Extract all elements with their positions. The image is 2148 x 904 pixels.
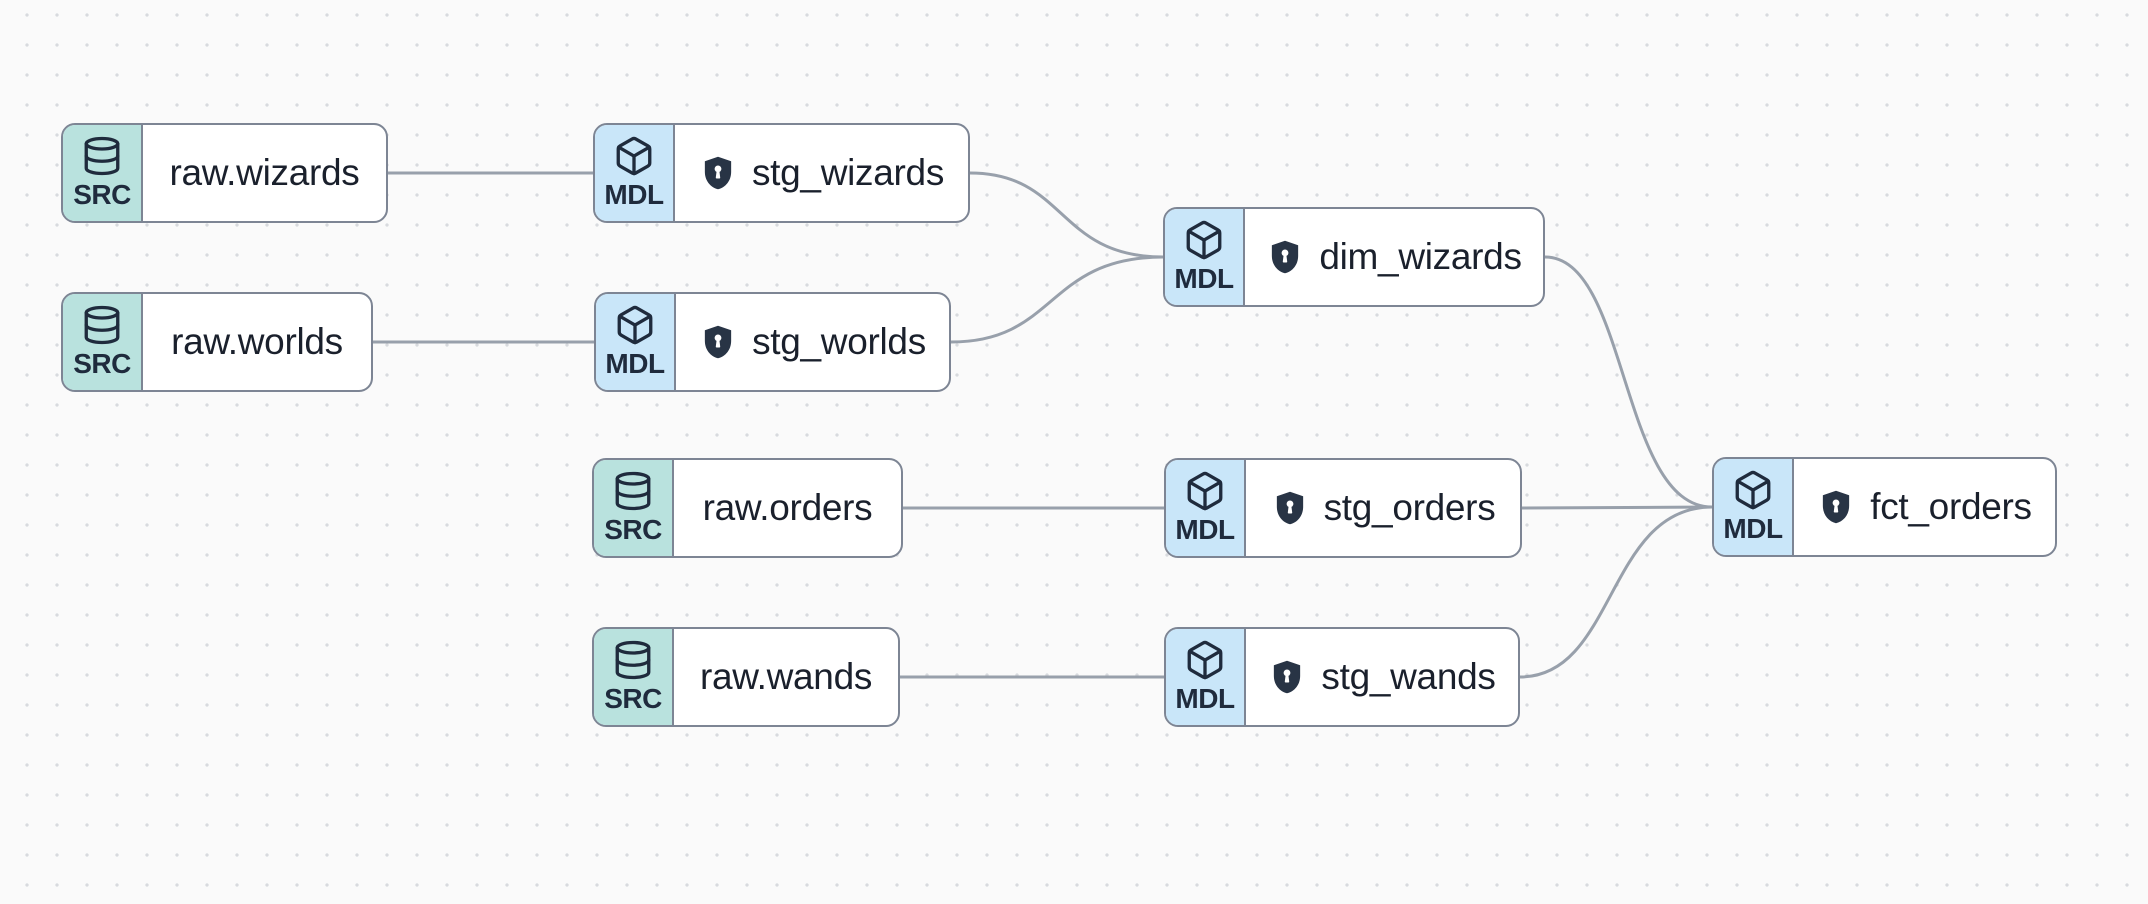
node-stg_worlds[interactable]: MDL stg_worlds xyxy=(594,292,951,392)
node-dim_wizards[interactable]: MDL dim_wizards xyxy=(1163,207,1545,307)
cube-icon xyxy=(1184,470,1226,512)
node-label: raw.wizards xyxy=(169,152,360,193)
database-icon xyxy=(612,639,654,681)
node-kind-label: SRC xyxy=(73,348,131,380)
node-kind-badge: MDL xyxy=(595,125,675,221)
node-kind-label: MDL xyxy=(1175,514,1235,546)
node-label: stg_wands xyxy=(1321,656,1496,697)
node-kind-badge: SRC xyxy=(594,629,674,725)
node-kind-label: MDL xyxy=(1174,263,1234,295)
node-label: stg_orders xyxy=(1323,487,1496,528)
shield-lock-icon xyxy=(1266,238,1304,276)
cube-icon xyxy=(1183,219,1225,261)
node-fct_orders[interactable]: MDL fct_orders xyxy=(1712,457,2057,557)
node-kind-badge: MDL xyxy=(1166,629,1246,725)
node-kind-badge: MDL xyxy=(1714,459,1794,555)
cube-icon xyxy=(613,135,655,177)
node-kind-badge: SRC xyxy=(63,125,143,221)
shield-lock-icon xyxy=(699,323,737,361)
database-icon xyxy=(81,135,123,177)
cube-icon xyxy=(614,304,656,346)
database-icon xyxy=(81,304,123,346)
node-kind-badge: SRC xyxy=(594,460,674,556)
database-icon xyxy=(612,470,654,512)
node-stg_wands[interactable]: MDL stg_wands xyxy=(1164,627,1520,727)
node-kind-label: MDL xyxy=(1175,683,1235,715)
node-stg_wizards[interactable]: MDL stg_wizards xyxy=(593,123,970,223)
node-label: raw.orders xyxy=(702,487,873,528)
node-raw_wizards[interactable]: SRC raw.wizards xyxy=(61,123,388,223)
edge-stg_orders-fct_orders xyxy=(1520,505,1714,510)
node-label: stg_worlds xyxy=(752,321,926,362)
node-raw_wands[interactable]: SRC raw.wands xyxy=(592,627,900,727)
node-kind-badge: SRC xyxy=(63,294,143,390)
node-kind-label: MDL xyxy=(605,348,665,380)
node-kind-badge: MDL xyxy=(596,294,676,390)
node-kind-label: SRC xyxy=(604,683,662,715)
node-label: dim_wizards xyxy=(1319,236,1522,277)
node-kind-label: MDL xyxy=(1723,513,1783,545)
node-label: fct_orders xyxy=(1870,486,2032,527)
node-label: raw.worlds xyxy=(171,321,343,362)
edge-stg_wizards-dim_wizards xyxy=(968,171,1165,259)
edge-dim_wizards-fct_orders xyxy=(1543,255,1714,509)
node-kind-label: SRC xyxy=(604,514,662,546)
node-stg_orders[interactable]: MDL stg_orders xyxy=(1164,458,1522,558)
node-label: stg_wizards xyxy=(751,152,945,193)
edge-stg_worlds-dim_wizards xyxy=(949,255,1165,344)
shield-lock-icon xyxy=(1271,489,1309,527)
edge-stg_wands-fct_orders xyxy=(1518,505,1714,679)
node-kind-label: MDL xyxy=(604,179,664,211)
shield-lock-icon xyxy=(699,154,737,192)
cube-icon xyxy=(1732,469,1774,511)
shield-lock-icon xyxy=(1817,488,1855,526)
node-label: raw.wands xyxy=(699,656,873,697)
node-kind-badge: MDL xyxy=(1166,460,1246,556)
cube-icon xyxy=(1184,639,1226,681)
node-raw_worlds[interactable]: SRC raw.worlds xyxy=(61,292,373,392)
node-raw_orders[interactable]: SRC raw.orders xyxy=(592,458,903,558)
node-kind-label: SRC xyxy=(73,179,131,211)
node-kind-badge: MDL xyxy=(1165,209,1245,305)
shield-lock-icon xyxy=(1268,658,1306,696)
